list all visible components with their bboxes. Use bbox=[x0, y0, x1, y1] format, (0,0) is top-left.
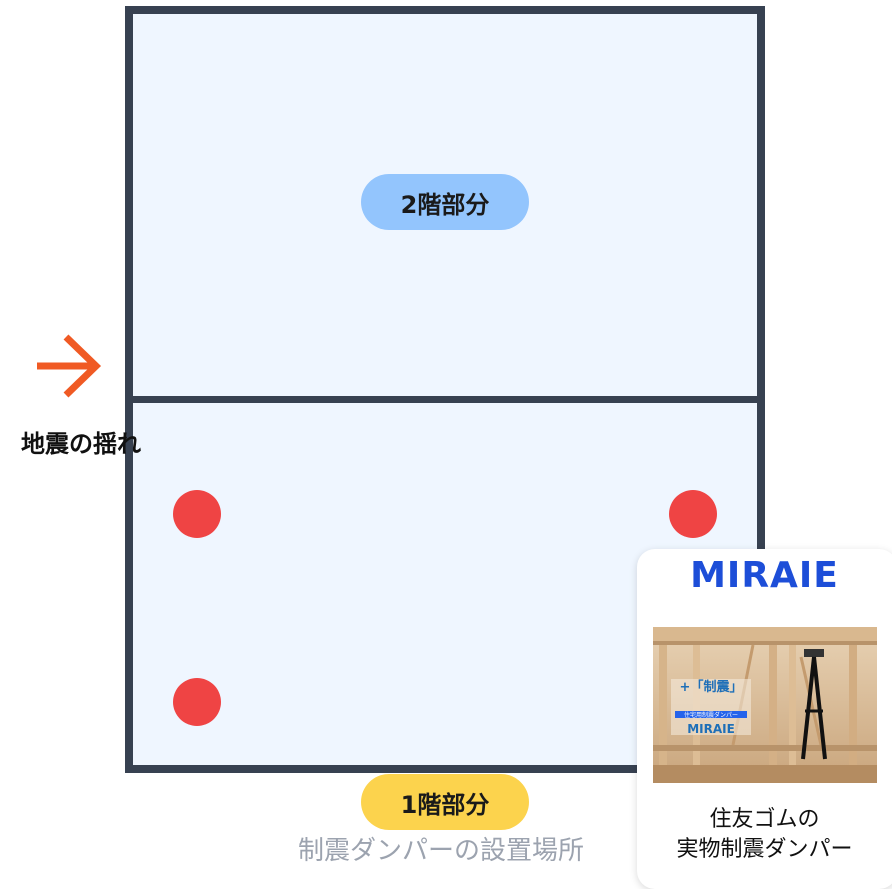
building-frame bbox=[125, 6, 765, 773]
first-floor-label: 1階部分 bbox=[361, 774, 529, 830]
image-headline: +「制震」 bbox=[680, 679, 743, 695]
image-brand: MIRAIE bbox=[687, 722, 735, 736]
damper-marker bbox=[173, 490, 221, 538]
product-card[interactable]: MIRAIE +「制震」 住宅用制震ダンパー MIRAIE 住友ゴムの 実物制 bbox=[637, 549, 892, 889]
earthquake-shaking-label: 地震の揺れ bbox=[21, 430, 141, 458]
image-tagline: 住宅用制震ダンパー bbox=[684, 711, 738, 719]
damper-marker bbox=[173, 678, 221, 726]
description-line-2: 実物制震ダンパー bbox=[676, 837, 853, 862]
arrow-right-icon bbox=[37, 334, 102, 398]
description-line-1: 住友ゴムの bbox=[709, 807, 820, 832]
floor-divider bbox=[133, 396, 757, 403]
product-photo: +「制震」 住宅用制震ダンパー MIRAIE bbox=[653, 627, 877, 783]
second-floor-label: 2階部分 bbox=[361, 174, 529, 230]
damper-marker bbox=[669, 490, 717, 538]
damper-location-caption: 制震ダンパーの設置場所 bbox=[298, 836, 585, 866]
product-title: MIRAIE bbox=[690, 555, 839, 596]
product-description: 住友ゴムの 実物制震ダンパー bbox=[637, 805, 892, 865]
